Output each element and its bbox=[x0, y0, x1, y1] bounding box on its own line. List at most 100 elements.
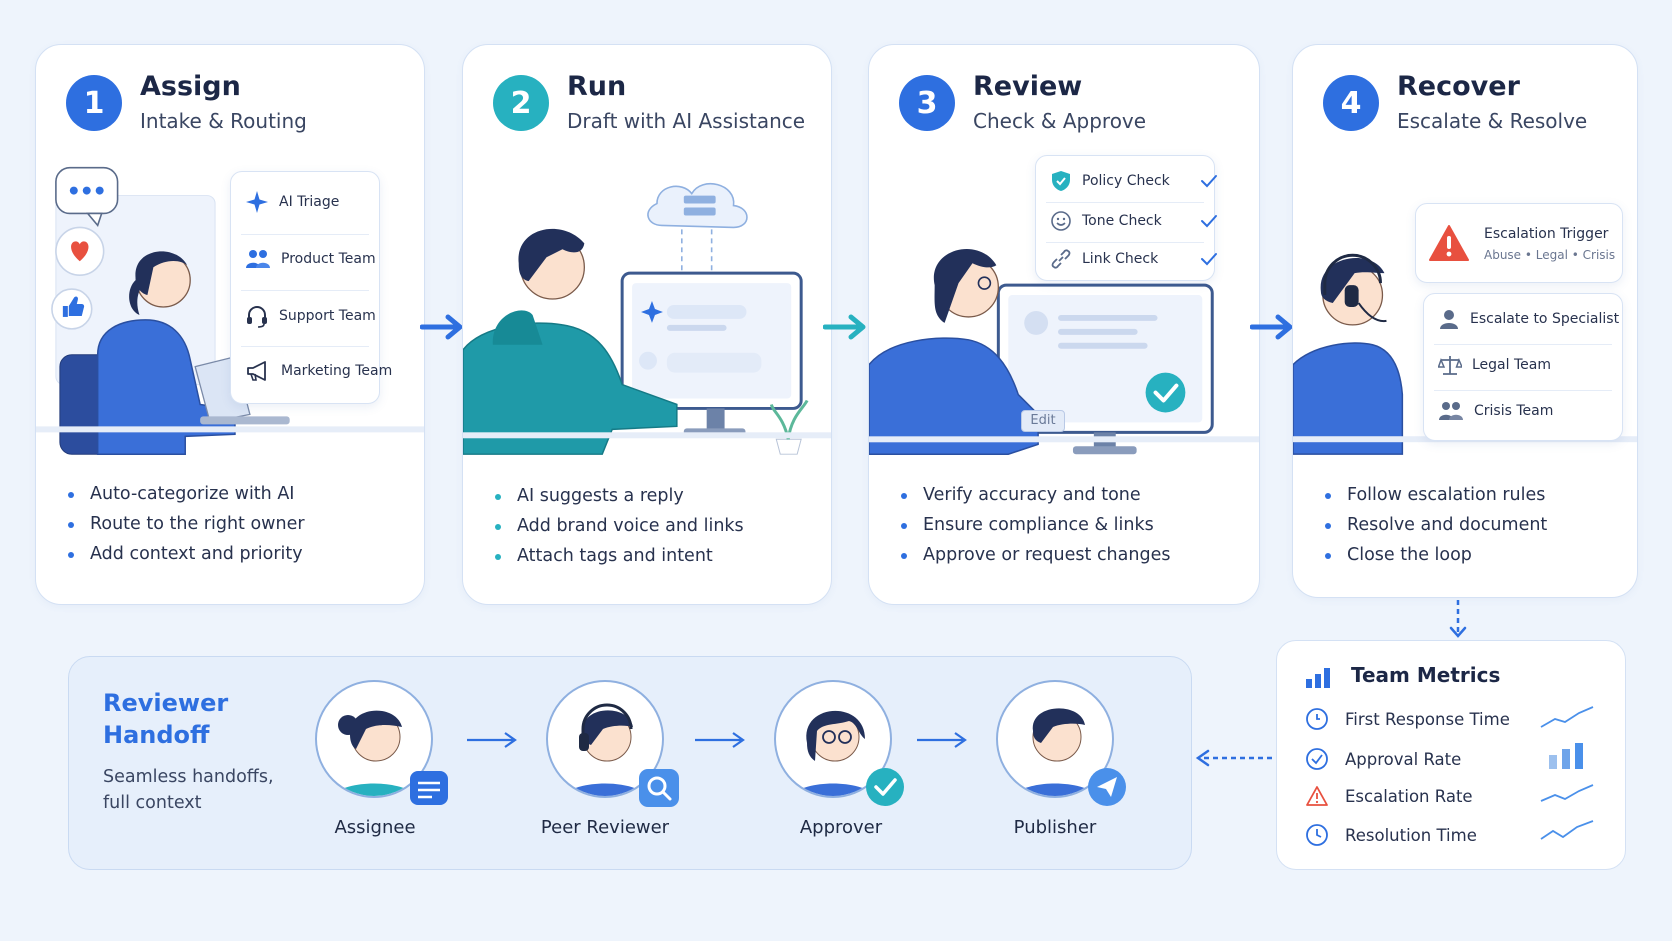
thumbs-up-icon bbox=[51, 288, 93, 330]
metric-label: Approval Rate bbox=[1345, 749, 1462, 769]
role-label-assignee: Assignee bbox=[334, 817, 416, 838]
sparkle-icon bbox=[246, 191, 268, 213]
role-label-publisher: Publisher bbox=[1013, 817, 1097, 838]
bullet-item: Resolve and document bbox=[1323, 510, 1547, 540]
bullet-item: AI suggests a reply bbox=[493, 481, 744, 511]
trend-line-icon bbox=[1540, 820, 1594, 840]
bullet-item: Attach tags and intent bbox=[493, 541, 744, 571]
step-card-assign: 1 Assign Intake & Routing bbox=[35, 44, 425, 605]
approver-avatar bbox=[774, 680, 904, 806]
routing-item-marketing-team[interactable]: Marketing Team bbox=[245, 360, 392, 382]
link-icon bbox=[1051, 249, 1071, 269]
review-illustration bbox=[869, 248, 1259, 455]
clock-icon bbox=[1306, 824, 1328, 846]
routing-item-label: Marketing Team bbox=[281, 363, 393, 379]
shield-icon bbox=[1052, 171, 1070, 191]
handoff-title-line1: Reviewer bbox=[103, 689, 229, 717]
divider bbox=[1434, 390, 1612, 391]
checkmark-icon bbox=[1201, 215, 1217, 228]
reviewer-handoff-panel: Reviewer Handoff Seamless handoffs, full… bbox=[68, 656, 1192, 870]
handoff-title-line2: Handoff bbox=[103, 721, 210, 749]
team-metrics-panel: Team Metrics First Response Time Approva… bbox=[1276, 640, 1626, 870]
step-bullets: Follow escalation rules Resolve and docu… bbox=[1323, 480, 1547, 570]
step-number-badge: 4 bbox=[1323, 75, 1379, 131]
escalation-options-panel: Escalate to Specialist Legal Team Crisis… bbox=[1423, 293, 1623, 441]
routing-item-support-team[interactable]: Support Team bbox=[245, 304, 376, 328]
step-bullets: AI suggests a reply Add brand voice and … bbox=[493, 481, 744, 571]
divider bbox=[1046, 242, 1204, 243]
mini-bars-icon bbox=[1549, 743, 1583, 769]
escalation-trigger-alert: Escalation Trigger Abuse • Legal • Crisi… bbox=[1415, 203, 1623, 283]
run-illustration bbox=[463, 183, 831, 455]
step-title: Run bbox=[567, 71, 627, 102]
routing-panel: AI Triage Product Team Support Team Mark… bbox=[230, 171, 392, 404]
search-icon bbox=[639, 769, 679, 807]
handoff-arrow-icon bbox=[917, 732, 967, 748]
role-label-peer-reviewer: Peer Reviewer bbox=[540, 817, 670, 838]
check-item-label: Tone Check bbox=[1082, 213, 1162, 229]
review-checks-panel: Policy Check Tone Check Link Check bbox=[1035, 155, 1218, 281]
check-circle-icon bbox=[1306, 748, 1328, 770]
chat-message-icon bbox=[410, 771, 448, 805]
step-bullets: Auto-categorize with AI Route to the rig… bbox=[66, 479, 305, 569]
routing-item-label: AI Triage bbox=[279, 194, 340, 210]
handoff-arrow-icon bbox=[467, 732, 517, 748]
escalation-item-legal[interactable]: Legal Team bbox=[1438, 354, 1551, 376]
trigger-title: Escalation Trigger bbox=[1484, 226, 1609, 242]
metric-row-first-response[interactable]: First Response Time bbox=[1305, 707, 1510, 731]
step-card-recover: 4 Recover Escalate & Resolve Escalation … bbox=[1292, 44, 1638, 598]
metric-label: Resolution Time bbox=[1345, 825, 1477, 845]
escalation-item-specialist[interactable]: Escalate to Specialist bbox=[1438, 308, 1619, 330]
metric-label: First Response Time bbox=[1345, 709, 1510, 729]
step-bullets: Verify accuracy and tone Ensure complian… bbox=[899, 480, 1170, 570]
step-card-review: 3 Review Check & Approve Edit Policy Che… bbox=[868, 44, 1260, 605]
metric-row-escalation-rate[interactable]: Escalation Rate bbox=[1305, 785, 1473, 807]
bullet-item: Ensure compliance & links bbox=[899, 510, 1170, 540]
handoff-description-line1: Seamless handoffs, bbox=[103, 767, 274, 787]
warning-icon bbox=[1429, 225, 1469, 261]
headset-icon bbox=[247, 306, 267, 328]
bullet-item: Close the loop bbox=[1323, 540, 1547, 570]
send-icon bbox=[1088, 768, 1126, 806]
divider bbox=[241, 234, 369, 235]
peer-reviewer-avatar bbox=[546, 680, 679, 807]
routing-item-product-team[interactable]: Product Team bbox=[245, 248, 376, 270]
trend-line-icon bbox=[1540, 784, 1594, 802]
step-subtitle: Check & Approve bbox=[973, 109, 1147, 133]
dashed-arrow-down-icon bbox=[1449, 600, 1467, 638]
escalation-item-label: Escalate to Specialist bbox=[1470, 311, 1620, 327]
divider bbox=[1434, 344, 1612, 345]
routing-item-ai-triage[interactable]: AI Triage bbox=[245, 190, 339, 214]
check-item-policy[interactable]: Policy Check bbox=[1050, 170, 1218, 192]
timer-icon bbox=[1306, 708, 1328, 730]
check-item-tone[interactable]: Tone Check bbox=[1050, 210, 1218, 232]
heart-icon bbox=[55, 226, 105, 276]
flow-arrow-right-icon bbox=[1250, 314, 1293, 340]
checkmark-icon bbox=[1201, 253, 1217, 266]
metrics-title: Team Metrics bbox=[1351, 663, 1501, 687]
assignee-avatar bbox=[315, 680, 448, 805]
bullet-item: Follow escalation rules bbox=[1323, 480, 1547, 510]
flow-arrow-right-icon bbox=[420, 314, 463, 340]
checkmark-circle-icon bbox=[866, 768, 904, 806]
warning-icon bbox=[1306, 786, 1328, 806]
team-icon bbox=[246, 250, 270, 268]
escalation-item-crisis[interactable]: Crisis Team bbox=[1438, 400, 1553, 422]
step-title: Review bbox=[973, 71, 1083, 102]
chat-bubble-icon bbox=[55, 166, 119, 228]
check-item-label: Link Check bbox=[1082, 251, 1159, 267]
smile-icon bbox=[1051, 211, 1071, 231]
bullet-item: Add context and priority bbox=[66, 539, 305, 569]
edit-button[interactable]: Edit bbox=[1021, 410, 1065, 432]
user-icon bbox=[1440, 310, 1458, 329]
escalation-item-label: Crisis Team bbox=[1474, 403, 1554, 419]
check-item-link[interactable]: Link Check bbox=[1050, 248, 1218, 270]
escalation-item-label: Legal Team bbox=[1472, 357, 1551, 373]
cloud-server-icon bbox=[647, 183, 748, 274]
divider bbox=[241, 290, 369, 291]
metric-row-resolution-time[interactable]: Resolution Time bbox=[1305, 823, 1477, 847]
metric-row-approval-rate[interactable]: Approval Rate bbox=[1305, 747, 1461, 771]
step-card-run: 2 Run Draft with AI Assistance AI sugges… bbox=[462, 44, 832, 605]
bullet-item: Route to the right owner bbox=[66, 509, 305, 539]
bar-chart-icon bbox=[1306, 668, 1330, 688]
